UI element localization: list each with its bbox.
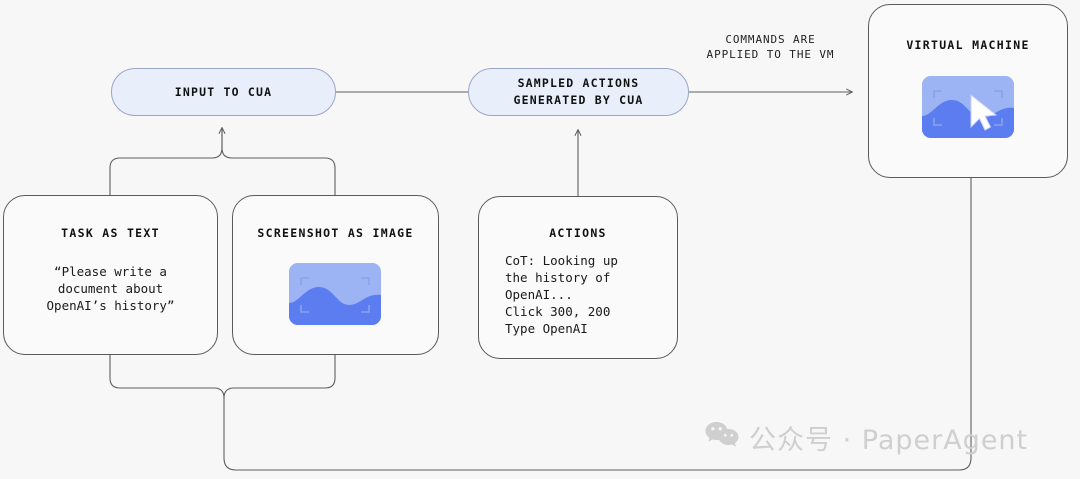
node-task-as-text-title: TASK AS TEXT <box>61 226 160 240</box>
node-task-as-text[interactable]: TASK AS TEXT “Please write a document ab… <box>3 195 218 355</box>
node-screenshot-as-image-title: SCREENSHOT AS IMAGE <box>257 226 414 240</box>
node-actions[interactable]: ACTIONS CoT: Looking up the history of O… <box>478 196 678 359</box>
node-virtual-machine-title: VIRTUAL MACHINE <box>906 38 1030 52</box>
node-actions-title: ACTIONS <box>549 226 607 240</box>
node-input-to-cua[interactable]: INPUT TO CUA <box>111 68 336 116</box>
node-task-as-text-body: “Please write a document about OpenAI’s … <box>46 264 175 313</box>
wire-vm-feedback-to-screenshot <box>223 355 336 399</box>
watermark-text: 公众号 · PaperAgent <box>749 425 1029 456</box>
node-sampled-actions[interactable]: SAMPLED ACTIONS GENERATED BY CUA <box>468 68 689 116</box>
commands-applied-caption: COMMANDS ARE APPLIED TO THE VM <box>706 33 835 61</box>
wechat-icon <box>705 421 739 455</box>
screenshot-with-cursor-icon <box>922 76 1014 138</box>
screenshot-icon <box>289 263 381 325</box>
wire-screenshot-to-input <box>221 128 336 195</box>
node-input-to-cua-label: INPUT TO CUA <box>174 84 273 99</box>
node-actions-body: CoT: Looking up the history of OpenAI...… <box>505 253 618 336</box>
watermark: 公众号 · PaperAgent <box>705 418 1028 457</box>
wire-task-to-input <box>109 128 222 195</box>
node-sampled-actions-label: SAMPLED ACTIONS GENERATED BY CUA <box>513 76 644 107</box>
